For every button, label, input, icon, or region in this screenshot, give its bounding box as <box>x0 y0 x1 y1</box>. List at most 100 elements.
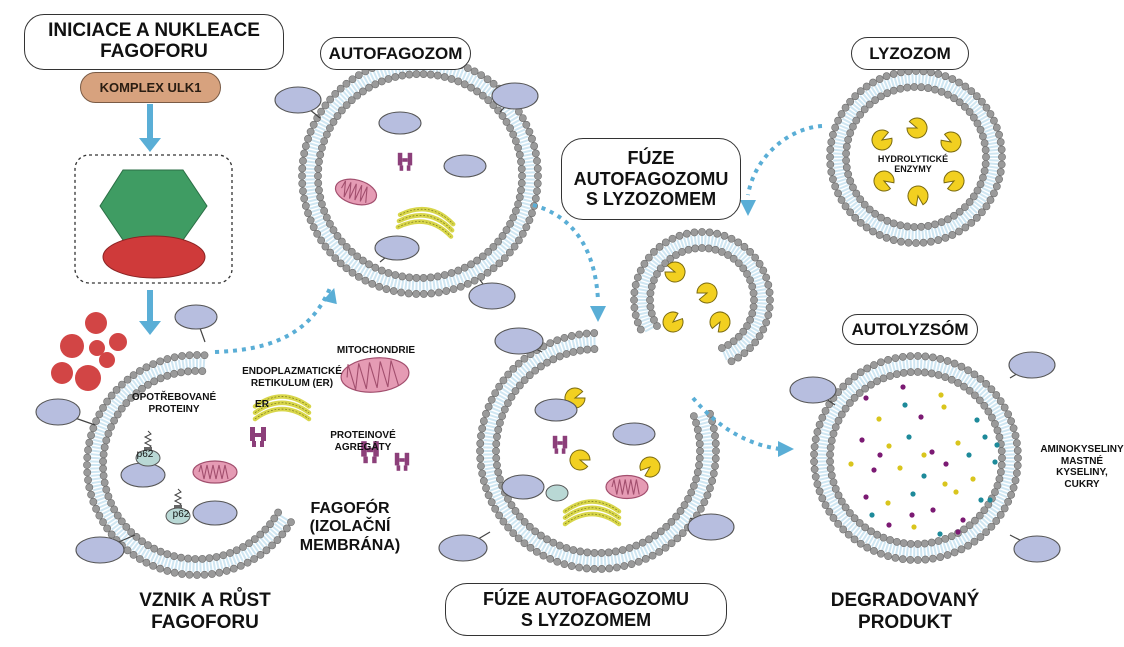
red-ellipse <box>102 235 206 279</box>
mitochondria-label: MITOCHONDRIE <box>336 345 416 356</box>
degradation-product-dot <box>863 494 869 500</box>
degradation-product-dot <box>992 459 998 465</box>
autolysosome-title: AUTOLYZSÓM <box>842 314 978 345</box>
degradation-product-dot <box>876 416 882 422</box>
damaged-proteins-label: OPOTŘEBOVANÉ PROTEINY <box>131 392 217 415</box>
degradation-product-dot <box>982 434 988 440</box>
fusion-bottom-title: FÚZE AUTOFAGOZOMU S LYZOZOMEM <box>445 583 727 636</box>
growth-label: VZNIK A RŮST FAGOFORU <box>139 590 271 633</box>
mitochondrion <box>192 460 238 484</box>
arrow-lysosome-to-fusion <box>746 124 823 196</box>
receptor-protein <box>438 531 491 562</box>
degradation-product-dot <box>955 440 961 446</box>
arrow-phagophore-to-autophagosome <box>214 287 332 354</box>
degradation-product-dot <box>960 517 966 523</box>
receptor-protein <box>501 474 545 500</box>
autophagosome-title: AUTOFAGOZOM <box>320 37 471 70</box>
receptor-protein <box>378 111 422 135</box>
enzyme <box>662 311 684 333</box>
protein-aggregate <box>394 452 410 471</box>
membranes-layer <box>35 54 1061 579</box>
p62-label-a: p62 <box>136 449 154 460</box>
enzyme <box>709 311 731 333</box>
fusion-upper-membrane <box>630 228 774 366</box>
degradation-product-dot <box>930 507 936 513</box>
endoplasmic-reticulum <box>252 394 312 422</box>
degradation-product-dot <box>966 452 972 458</box>
p62-label-b: p62 <box>172 509 190 520</box>
degradation-product-dot <box>987 497 993 503</box>
degradation-product-dot <box>886 443 892 449</box>
fusion-title-box: FÚZE AUTOFAGOZOMU S LYZOZOMEM <box>561 138 741 220</box>
phagophore-label: FAGOFÓR (IZOLAČNÍ MEMBRÁNA) <box>299 500 401 554</box>
damaged-protein-spheres <box>51 312 127 391</box>
degradation-product-dot <box>970 476 976 482</box>
initiation-title: INICIACE A NUKLEACE FAGOFORU <box>24 14 284 70</box>
receptor-protein <box>494 327 544 355</box>
degradation-product-dot <box>909 512 915 518</box>
receptor-protein <box>120 462 166 488</box>
receptor-protein <box>174 304 218 343</box>
mitochondrion <box>340 357 410 393</box>
arrow-ulk-to-complex <box>139 104 161 152</box>
protein-aggregate <box>397 152 413 171</box>
protein-aggregate <box>250 427 266 447</box>
receptor-protein <box>192 500 238 526</box>
fusion-lower-membrane <box>476 329 720 573</box>
receptor-protein <box>274 86 322 119</box>
degradation-product-dot <box>953 489 959 495</box>
enzyme <box>696 282 718 304</box>
degradation-product-dot <box>943 461 949 467</box>
aggregates-label: PROTEINOVÉ AGREGÁTY <box>330 430 396 453</box>
degradation-product-dot <box>942 481 948 487</box>
receptor-protein <box>612 422 656 446</box>
green-hexagon <box>99 169 208 241</box>
complex-dashed-box <box>74 154 233 284</box>
degradation-product-dot <box>885 500 891 506</box>
products-label: AMINOKYSELINY MASTNÉ KYSELINY, CUKRY <box>1040 444 1124 490</box>
degradation-product-dot <box>921 452 927 458</box>
degradation-product-dot <box>859 437 865 443</box>
receptor-protein <box>687 513 735 541</box>
degradation-product-dot <box>900 384 906 390</box>
protein-aggregate <box>552 435 568 454</box>
er-short-label: ER <box>255 399 269 410</box>
receptor-protein <box>443 154 487 178</box>
degradation-product-dot <box>918 414 924 420</box>
degradation-product-dot <box>974 417 980 423</box>
degradation-product-dot <box>941 404 947 410</box>
degradation-product-dot <box>863 395 869 401</box>
degradation-product-dot <box>886 522 892 528</box>
receptor-protein <box>534 398 578 422</box>
degradation-product-dot <box>921 473 927 479</box>
degradation-product-dot <box>869 512 875 518</box>
degradation-product-dot <box>955 529 961 535</box>
degradation-product-dot <box>877 452 883 458</box>
enzyme <box>943 170 965 192</box>
degradation-product-dot <box>897 465 903 471</box>
mitochondrion <box>334 178 378 206</box>
degraded-product-label: DEGRADOVANÝ PRODUKT <box>830 590 980 633</box>
endoplasmic-reticulum <box>562 499 622 527</box>
mitochondrion <box>605 474 649 500</box>
receptor-protein <box>1009 534 1061 563</box>
receptor-protein <box>468 279 516 310</box>
enzyme <box>664 261 686 283</box>
hydrolytic-enzymes-label: HYDROLYTICKÉ ENZYMY <box>877 154 949 175</box>
enzyme <box>906 117 928 139</box>
enzyme <box>907 185 929 207</box>
receptor-protein <box>75 534 136 564</box>
arrow-fusion-to-autolysosome <box>691 396 781 451</box>
degradation-product-dot <box>938 392 944 398</box>
degradation-product-dot <box>848 461 854 467</box>
degradation-product-dot <box>911 524 917 530</box>
p62-adaptor <box>165 488 191 525</box>
enzyme <box>871 129 893 151</box>
degradation-product-dot <box>937 531 943 537</box>
degradation-product-dot <box>910 491 916 497</box>
receptor-protein <box>35 398 96 426</box>
enzyme <box>873 170 895 192</box>
degradation-product-dot <box>929 449 935 455</box>
